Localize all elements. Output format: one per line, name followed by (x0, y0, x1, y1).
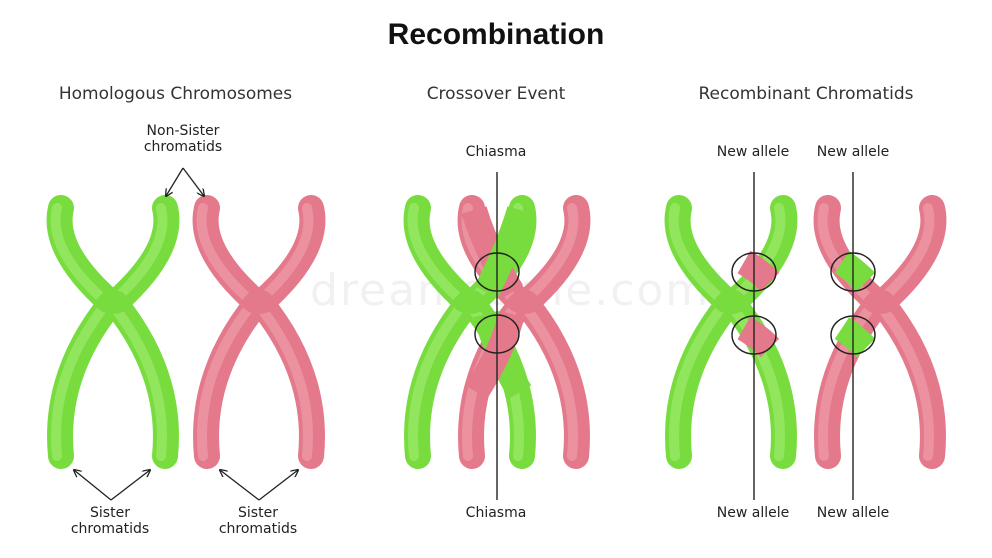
label-sister-chromatids-right: Sister chromatids (218, 505, 298, 538)
label-sister-chromatids-left: Sister chromatids (70, 505, 150, 538)
green-chromosome-1-arm-lower-left-highlight (51, 298, 112, 461)
pink-chromosome-3-arm-lower-left-highlight (818, 298, 879, 461)
green-chromosome-2-centromere (453, 292, 487, 314)
page-title: Recombination (387, 18, 605, 51)
pink-chromosome-1-arm-lower-left-highlight (197, 298, 258, 461)
arrow-sister-right-a (220, 470, 260, 501)
new-allele-circle-top-right (830, 252, 876, 292)
green-chromosome-1-arm-upper-right-highlight (106, 203, 168, 308)
label-new-allele-top-left: New allele (716, 144, 790, 160)
green-chromosome-1-centromere (96, 292, 130, 314)
new-allele-circle-bottom-left (731, 315, 777, 355)
green-chromosome-1-arm-upper-left-highlight (50, 203, 112, 308)
new-allele-segment-green-bottom (737, 316, 780, 358)
green-chromosome-3-centromere (714, 292, 748, 314)
new-allele-segment-green-top (737, 250, 780, 292)
heading-homologous: Homologous Chromosomes (58, 84, 293, 104)
label-chiasma-top: Chiasma (465, 144, 527, 160)
arrow-sister-left-b (110, 470, 150, 501)
arrow-non-sister-left (166, 167, 184, 196)
green-chromosome-1-arm-lower-right-highlight (106, 298, 167, 461)
label-new-allele-bottom-left: New allele (716, 505, 790, 521)
arrow-sister-right-b (258, 470, 298, 501)
green-chromosome-2-arm-upper-left-highlight (407, 203, 469, 308)
chiasma-circle-bottom (474, 314, 520, 354)
pink-chromosome-2-arm-lower-right-highlight (517, 298, 578, 461)
green-chromosome-3-arm-lower-left-highlight (669, 298, 730, 461)
pink-chromosome-3-arm-upper-right-highlight (873, 203, 935, 308)
label-new-allele-top-right: New allele (816, 144, 890, 160)
new-allele-segment-pink-top (834, 251, 876, 292)
arrow-non-sister-right (182, 167, 204, 196)
heading-recombinant: Recombinant Chromatids (698, 84, 914, 104)
green-chromosome-2-arm-lower-left-highlight (408, 298, 469, 461)
pink-chromosome-1-centromere (242, 292, 276, 314)
label-non-sister-chromatids: Non-Sister chromatids (143, 123, 223, 156)
crossing-strand-green (474, 206, 533, 299)
arrow-sister-left-a (74, 470, 112, 501)
new-allele-circle-bottom-right (830, 315, 876, 355)
pink-chromosome-2-centromere (507, 292, 541, 314)
heading-crossover: Crossover Event (426, 84, 566, 104)
pink-chromosome-3-arm-lower-right-highlight (873, 298, 934, 461)
pink-chromosome-2-arm-upper-right-highlight (517, 203, 579, 308)
new-allele-segment-pink-bottom (834, 317, 876, 358)
crossing-strand-pink (461, 206, 524, 299)
chiasma-circle-top (474, 252, 520, 292)
pink-chromosome-3-arm-upper-left-highlight (817, 203, 879, 308)
pink-chromosome-3-centromere (863, 292, 897, 314)
label-chiasma-bottom: Chiasma (465, 505, 527, 521)
pink-chromosome-1-arm-upper-left-highlight (196, 203, 258, 308)
new-allele-circle-top-left (731, 252, 777, 292)
green-chromosome-3-arm-upper-right-highlight (724, 203, 786, 308)
pink-chromosome-1-arm-lower-right-highlight (252, 298, 313, 461)
green-chromosome-3-arm-lower-right-highlight (724, 298, 785, 461)
pink-chromosome-1-arm-upper-right-highlight (252, 203, 314, 308)
green-chromosome-3-arm-upper-left-highlight (668, 203, 730, 308)
label-new-allele-bottom-right: New allele (816, 505, 890, 521)
